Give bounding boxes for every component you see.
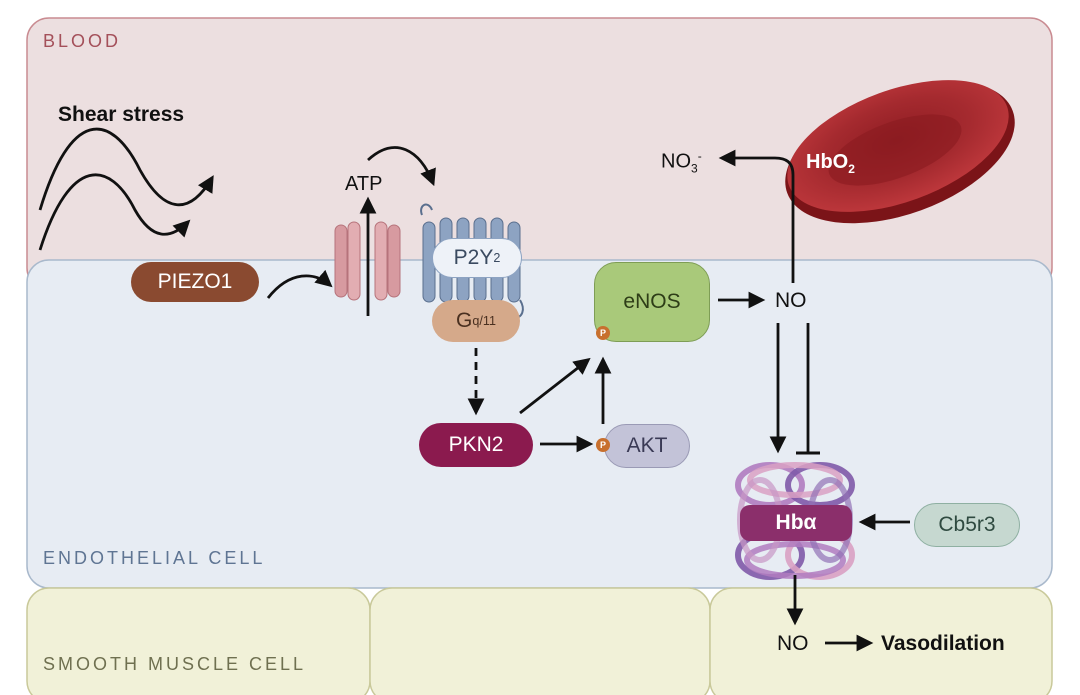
pkn2-node: PKN2 [419,423,533,467]
atp-channel [334,221,401,301]
arrow-atp-to-p2y2 [367,146,436,187]
enos-label: eNOS [623,290,681,313]
enos-node: eNOS [594,262,710,342]
hbo2-subscript: 2 [848,162,855,176]
vasodilation-label: Vasodilation [881,632,1005,655]
smooth-muscle-region-label: SMOOTH MUSCLE CELL [43,654,307,674]
shear-stress-label: Shear stress [58,103,185,126]
no3-superscript: - [697,149,702,163]
arrow-piezo1-to-channel [266,269,333,299]
enos-phospho-badge: P [596,326,610,340]
shear-wave-2 [38,173,191,251]
red-blood-cell [785,80,1015,224]
no-label-smc: NO [777,632,809,655]
hba-node: Hbα [740,505,852,541]
piezo1-label: PIEZO1 [157,270,233,293]
akt-label: AKT [626,434,668,457]
akt-node: AKT [604,424,690,468]
piezo1-node: PIEZO1 [131,262,259,302]
no3-subscript: 3 [691,161,698,176]
arrow-pkn2-to-enos [519,357,591,415]
p2y2-subscript: 2 [493,251,501,265]
hba-label: Hbα [775,511,817,534]
atp-label: ATP [345,173,383,195]
cb5r3-node: Cb5r3 [914,503,1020,547]
gq11-subscript: q/11 [472,314,496,328]
hbo2-label: HbO2 [806,152,855,175]
gq11-label: G [456,309,473,332]
no-label-endothelial: NO [775,289,807,312]
arrow-no-to-no3 [718,149,795,283]
hbo2-main: HbO [806,151,849,173]
smooth-muscle-cell-2 [369,587,711,695]
shear-wave-1 [38,127,214,211]
blood-region-label: BLOOD [43,31,122,51]
p2y2-label: P2Y [453,246,494,269]
no3-main: NO [661,150,691,173]
akt-phospho-badge: P [596,438,610,452]
endothelial-region [26,259,1053,589]
no3-label: NO3- [661,150,702,175]
smooth-muscle-cell-1 [26,587,371,695]
pkn2-label: PKN2 [448,433,504,456]
cb5r3-label: Cb5r3 [938,513,996,536]
endothelial-region-label: ENDOTHELIAL CELL [43,548,266,568]
